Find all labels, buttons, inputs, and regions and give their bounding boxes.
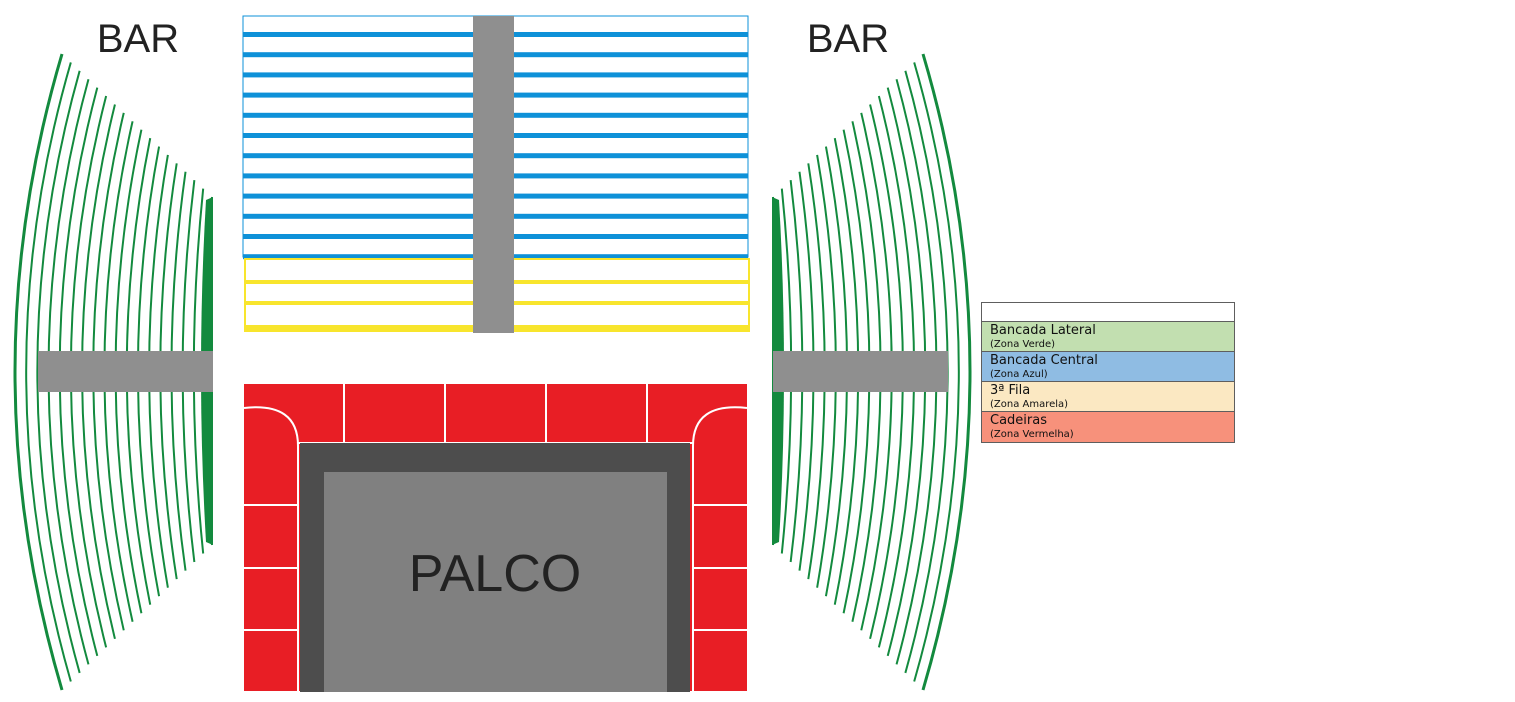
- stand-row-arc: [25, 62, 72, 682]
- stand-row-arc: [13, 53, 64, 691]
- stand-row-arc: [36, 70, 81, 674]
- left-aisle: [38, 351, 213, 392]
- legend-item-third-row: 3ª Fila (Zona Amarela): [982, 382, 1234, 412]
- legend-item-subtitle: (Zona Amarela): [990, 399, 1069, 410]
- legend-item-subtitle: (Zona Vermelha): [990, 429, 1074, 440]
- bar-label-right: BAR: [807, 17, 889, 61]
- legend-item-central: Bancada Central (Zona Azul): [982, 352, 1234, 382]
- legend-item-title: Bancada Central: [990, 353, 1098, 368]
- central-aisle: [473, 16, 514, 333]
- legend-item-chairs: Cadeiras (Zona Vermelha): [982, 412, 1234, 442]
- bar-label-left: BAR: [97, 17, 179, 61]
- stage-label: PALCO: [409, 545, 581, 603]
- chair-corner-right: [692, 406, 748, 447]
- legend-item-subtitle: (Zona Verde): [990, 339, 1056, 350]
- legend-item-title: Cadeiras: [990, 413, 1047, 428]
- right-aisle: [773, 351, 948, 392]
- legend-item-title: 3ª Fila: [990, 383, 1031, 398]
- stand-row-arc: [913, 62, 960, 682]
- chair-corner-left: [243, 406, 299, 447]
- legend: Bancada Lateral (Zona Verde) Bancada Cen…: [981, 302, 1235, 443]
- central-stand[interactable]: [242, 15, 750, 333]
- stage[interactable]: [324, 472, 667, 692]
- legend-item-subtitle: (Zona Azul): [990, 369, 1048, 380]
- legend-item-title: Bancada Lateral: [990, 323, 1096, 338]
- legend-header: [982, 303, 1234, 322]
- stand-row-arc: [921, 53, 972, 691]
- legend-item-lateral: Bancada Lateral (Zona Verde): [982, 322, 1234, 352]
